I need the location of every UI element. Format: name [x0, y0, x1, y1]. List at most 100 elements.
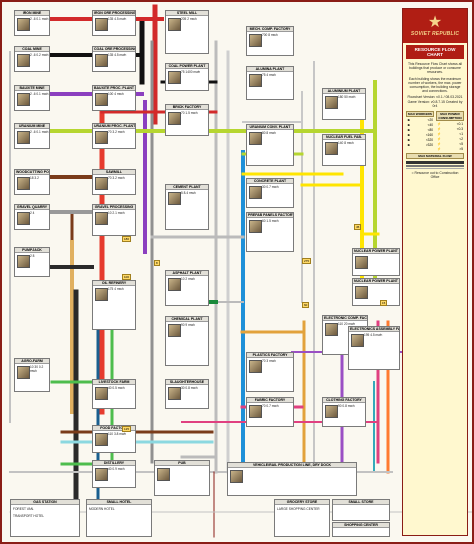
- building-title: URANIUM MINE: [15, 124, 49, 129]
- building-title: ALUMINIUM PLANT: [323, 89, 365, 94]
- building-icon: [17, 54, 30, 67]
- building-icon: [95, 433, 108, 446]
- building-icon: [249, 74, 262, 87]
- building-stats: 10 2 mwh: [181, 277, 195, 281]
- building-vehicle-production: VEHICLE/RAIL PRODUCTION LINE, DRY DOCK: [227, 462, 357, 496]
- building-stats: 60 1.5 mwh: [262, 219, 279, 223]
- legend-panel: ★ SOVIET REPUBLIC RESOURCE FLOW CHART Th…: [402, 8, 468, 536]
- building-title: ELECTRONICS ASSEMBLY FAC.: [349, 327, 399, 332]
- building-stats: 180 50 mwh: [338, 95, 356, 99]
- building-icon: [249, 220, 262, 233]
- building-pub: PUB: [154, 460, 210, 496]
- flow-label: 8: [154, 260, 160, 266]
- building-title: CONCRETE PLANT: [247, 179, 293, 184]
- building-stats: 75 1400 mwh: [181, 70, 201, 74]
- flow-label: 45: [354, 224, 362, 230]
- building-title: COAL ORE PROCESSING: [93, 47, 135, 52]
- building-icon: [17, 18, 30, 31]
- legend-value: >320: [425, 142, 433, 147]
- building-stats: 70 3.2 mwh: [108, 176, 125, 180]
- building-icon: [325, 142, 338, 155]
- building-icon: [351, 334, 364, 347]
- worker-icon: ☻: [407, 142, 411, 147]
- worker-icon: ☻: [407, 117, 411, 122]
- building-title: SMALL HOTEL: [87, 500, 151, 505]
- worker-icon: ☻: [407, 127, 411, 132]
- worker-icon: ☻: [407, 132, 411, 137]
- building-title: NUCLEAR FUEL FAB.: [323, 135, 365, 140]
- building-icon: [168, 18, 181, 31]
- building-title: PLASTICS FACTORY: [247, 353, 293, 358]
- building-title: DISTILLERY: [93, 461, 135, 466]
- legend-value: <320: [425, 137, 433, 142]
- building-icon: [230, 470, 243, 483]
- legend-row: ⚡<2: [436, 136, 464, 141]
- building-title: OIL REFINERY: [93, 281, 135, 286]
- building-icon: [95, 54, 108, 67]
- building-title: URANIUM CONV. PLANT: [247, 125, 293, 130]
- building-stats: 5 8.4 mwh: [181, 191, 196, 195]
- legend-value: <1: [459, 131, 463, 136]
- building-stats: 30 0.8 mwh: [181, 386, 198, 390]
- building-title: NUCLEAR POWER PLANT (TWIN REACTOR): [353, 279, 399, 284]
- chart-title: RESOURCE FLOW CHART: [406, 45, 464, 59]
- building-title: CHEMICAL PLANT: [166, 317, 208, 322]
- lightning-icon: ⚡: [437, 141, 441, 146]
- flow-label: 100: [122, 274, 132, 280]
- building-stats: 135 4.5 mwh: [108, 53, 127, 57]
- lightning-icon: ⚡: [437, 146, 441, 151]
- legend-value: >5: [459, 146, 463, 151]
- building-stats: 10 2.1 mwh: [108, 211, 125, 215]
- bottom-line-3: MODERN HOTEL: [89, 507, 115, 511]
- building-icon: [168, 71, 181, 84]
- legend-value: <20: [427, 117, 433, 122]
- building-title: SHOPPING CENTER: [333, 523, 389, 528]
- building-stats: 135 4.5 mwh: [108, 17, 127, 21]
- logo-text: SOVIET REPUBLIC: [410, 31, 460, 37]
- building-icon: [17, 177, 30, 190]
- legend-row: ☻<40: [406, 122, 434, 127]
- building-stats: 70 1.5 mwh: [181, 111, 198, 115]
- material-line-sample: [406, 165, 464, 168]
- building-electronics-assembly: ELECTRONICS ASSEMBLY FAC.195 4.5 mwh: [348, 326, 400, 370]
- lightning-icon: ⚡: [437, 121, 441, 126]
- intro-text-2: Each building shows the maximum number o…: [408, 76, 462, 94]
- building-nuclear-power-twin: NUCLEAR POWER PLANT (TWIN REACTOR): [352, 278, 400, 306]
- legend-table: MAX WORKERS ☻<20 ☻<40 ☻<80 ☻<160 ☻<320 ☻…: [406, 111, 464, 151]
- building-nuclear-power-single: NUCLEAR POWER PLANT (SINGLE REACTOR): [352, 248, 400, 276]
- flow-label: 125: [122, 426, 132, 432]
- building-stats: 75 4 mwh: [262, 73, 276, 77]
- building-title: STEEL MILL: [166, 11, 208, 16]
- building-icon: [355, 286, 368, 299]
- building-stats: 18 3.2: [30, 176, 39, 180]
- building-title: ELECTRONIC COMP. FACTORY: [323, 316, 367, 321]
- legend-value: <5: [459, 141, 463, 146]
- game-logo: ★ SOVIET REPUBLIC: [403, 9, 467, 43]
- building-icon: [17, 93, 30, 106]
- building-icon: [168, 112, 181, 125]
- building-stats: 2 4: [30, 211, 35, 215]
- flow-label: 60: [302, 302, 310, 308]
- building-title: FABRIC FACTORY: [247, 398, 293, 403]
- building-title: BAUXITE PROC. PLANT: [93, 86, 135, 91]
- building-title: SMALL STORE: [333, 500, 389, 505]
- lightning-icon: ⚡: [437, 131, 441, 136]
- building-title: PUMPJACK: [15, 248, 49, 253]
- credits-text: Flowchart Version: v0.1 / 08.03.2021 Gam…: [407, 95, 463, 108]
